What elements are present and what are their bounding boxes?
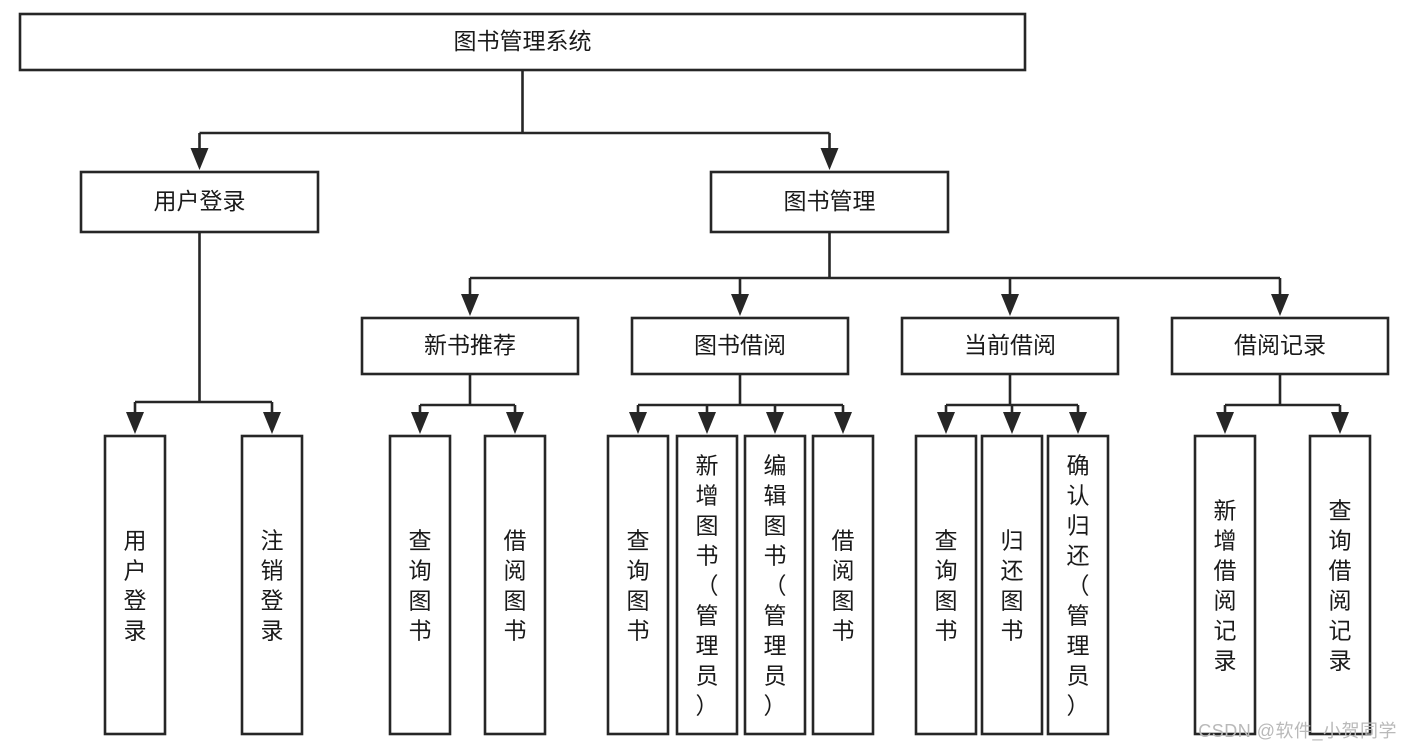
node-label-leaf-return-book: 归还图书	[1001, 527, 1024, 643]
node-box-user-login	[79, 170, 320, 234]
node-label-leaf-query-book-3: 查询图书	[935, 527, 958, 643]
node-leaf-edit-book[interactable]: 编辑图书（管理员）	[743, 434, 807, 736]
arrow-icon-leaf-query-book-3	[937, 412, 955, 434]
node-box-new-book-recommend	[360, 316, 580, 376]
node-box-root	[18, 12, 1027, 72]
node-label-leaf-user-logout: 注销登录	[261, 527, 284, 643]
arrow-icon-leaf-query-book-2	[629, 412, 647, 434]
node-box-leaf-query-book-2	[606, 434, 670, 736]
node-layer: 图书管理系统用户登录图书管理新书推荐图书借阅当前借阅借阅记录用户登录注销登录查询…	[18, 12, 1390, 736]
connector-layer	[126, 70, 1349, 434]
node-box-leaf-edit-book	[743, 434, 807, 736]
node-box-leaf-add-borrow-record	[1193, 434, 1257, 736]
node-borrow-record[interactable]: 借阅记录	[1170, 316, 1390, 376]
arrow-icon-borrow-record	[1271, 294, 1289, 316]
node-label-leaf-confirm-return: 确认归还（管理员）	[1067, 452, 1090, 718]
arrow-icon-book-borrow	[731, 294, 749, 316]
arrow-icon-leaf-user-login	[126, 412, 144, 434]
node-label-leaf-borrow-book-1: 借阅图书	[504, 527, 527, 643]
arrow-icon-current-borrow	[1001, 294, 1019, 316]
node-label-leaf-edit-book: 编辑图书（管理员）	[764, 452, 787, 718]
node-leaf-user-logout[interactable]: 注销登录	[240, 434, 304, 736]
node-label-root: 图书管理系统	[454, 28, 592, 54]
node-box-leaf-user-logout	[240, 434, 304, 736]
arrow-icon-leaf-add-book	[698, 412, 716, 434]
arrow-icon-leaf-borrow-book-2	[834, 412, 852, 434]
node-box-leaf-borrow-book-2	[811, 434, 875, 736]
node-box-leaf-confirm-return	[1046, 434, 1110, 736]
node-leaf-add-borrow-record[interactable]: 新增借阅记录	[1193, 434, 1257, 736]
node-box-leaf-return-book	[980, 434, 1044, 736]
node-label-leaf-query-borrow-record: 查询借阅记录	[1329, 497, 1352, 673]
arrow-icon-user-login	[190, 148, 209, 170]
arrow-icon-leaf-query-borrow-record	[1331, 412, 1349, 434]
node-label-book-manage: 图书管理	[784, 188, 876, 214]
node-label-leaf-add-borrow-record: 新增借阅记录	[1214, 497, 1237, 673]
node-leaf-query-book-1[interactable]: 查询图书	[388, 434, 452, 736]
node-box-book-manage	[709, 170, 950, 234]
node-new-book-recommend[interactable]: 新书推荐	[360, 316, 580, 376]
node-box-borrow-record	[1170, 316, 1390, 376]
arrow-icon-leaf-add-borrow-record	[1216, 412, 1234, 434]
node-label-leaf-add-book: 新增图书（管理员）	[696, 452, 719, 718]
arrow-icon-leaf-query-book-1	[411, 412, 429, 434]
node-label-leaf-borrow-book-2: 借阅图书	[832, 527, 855, 643]
node-box-leaf-borrow-book-1	[483, 434, 547, 736]
node-user-login[interactable]: 用户登录	[79, 170, 320, 234]
arrow-icon-leaf-return-book	[1003, 412, 1021, 434]
node-leaf-borrow-book-1[interactable]: 借阅图书	[483, 434, 547, 736]
node-leaf-add-book[interactable]: 新增图书（管理员）	[675, 434, 739, 736]
node-box-leaf-user-login	[103, 434, 167, 736]
node-box-leaf-query-borrow-record	[1308, 434, 1372, 736]
node-box-current-borrow	[900, 316, 1120, 376]
node-book-borrow[interactable]: 图书借阅	[630, 316, 850, 376]
node-leaf-query-book-2[interactable]: 查询图书	[606, 434, 670, 736]
node-box-book-borrow	[630, 316, 850, 376]
node-leaf-return-book[interactable]: 归还图书	[980, 434, 1044, 736]
node-book-manage[interactable]: 图书管理	[709, 170, 950, 234]
node-leaf-query-borrow-record[interactable]: 查询借阅记录	[1308, 434, 1372, 736]
node-label-new-book-recommend: 新书推荐	[424, 332, 516, 358]
node-label-leaf-query-book-2: 查询图书	[627, 527, 650, 643]
arrow-icon-leaf-user-logout	[263, 412, 281, 434]
node-leaf-user-login[interactable]: 用户登录	[103, 434, 167, 736]
node-current-borrow[interactable]: 当前借阅	[900, 316, 1120, 376]
arrow-icon-leaf-borrow-book-1	[506, 412, 524, 434]
node-leaf-query-book-3[interactable]: 查询图书	[914, 434, 978, 736]
node-label-user-login: 用户登录	[154, 188, 246, 214]
node-label-borrow-record: 借阅记录	[1234, 332, 1326, 358]
arrow-icon-leaf-confirm-return	[1069, 412, 1087, 434]
node-label-leaf-query-book-1: 查询图书	[409, 527, 432, 643]
arrow-icon-new-book-recommend	[461, 294, 479, 316]
node-box-leaf-query-book-1	[388, 434, 452, 736]
node-root[interactable]: 图书管理系统	[18, 12, 1027, 72]
node-label-current-borrow: 当前借阅	[964, 332, 1056, 358]
node-label-leaf-user-login: 用户登录	[124, 527, 147, 643]
node-leaf-confirm-return[interactable]: 确认归还（管理员）	[1046, 434, 1110, 736]
node-leaf-borrow-book-2[interactable]: 借阅图书	[811, 434, 875, 736]
arrow-icon-leaf-edit-book	[766, 412, 784, 434]
node-box-leaf-query-book-3	[914, 434, 978, 736]
arrow-icon-book-manage	[820, 148, 839, 170]
node-box-leaf-add-book	[675, 434, 739, 736]
node-label-book-borrow: 图书借阅	[694, 332, 786, 358]
